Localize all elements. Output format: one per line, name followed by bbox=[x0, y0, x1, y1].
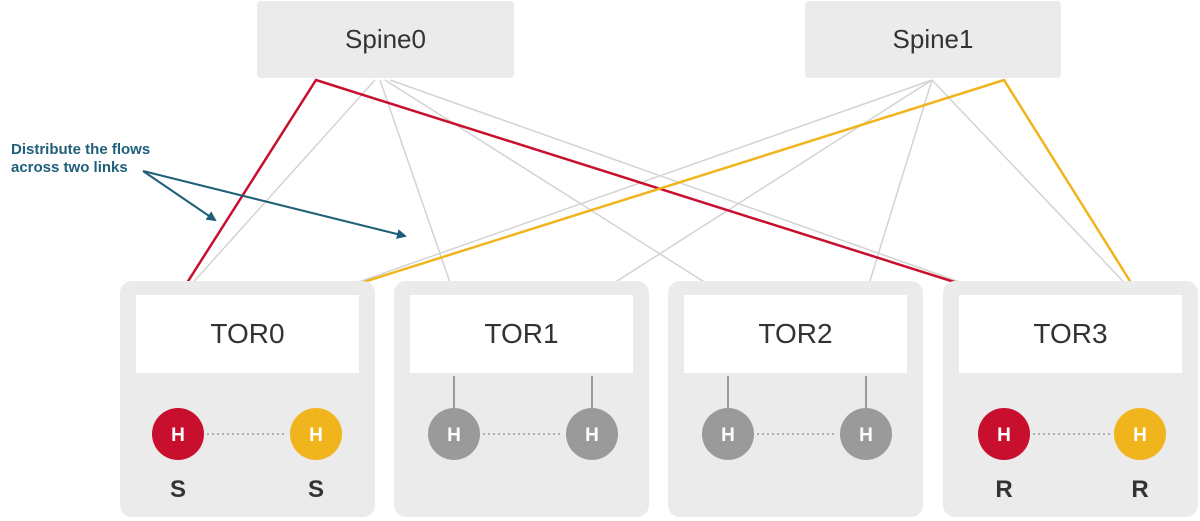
tor2-host1: H bbox=[840, 408, 892, 460]
tor2-host1-circle bbox=[840, 408, 892, 460]
tor1-label: TOR1 bbox=[410, 295, 633, 373]
tor1-group: TOR1 bbox=[394, 281, 649, 517]
tor0-host0: H bbox=[152, 408, 204, 460]
link-spine1-tor2 bbox=[864, 79, 933, 298]
tor0-host0-letter: H bbox=[171, 425, 185, 446]
tor2-host1-letter: H bbox=[859, 425, 873, 446]
tor0-host0-role: S bbox=[169, 476, 186, 503]
annotation-arrow-2 bbox=[142, 170, 407, 239]
tor1-host0: H bbox=[428, 408, 480, 460]
tor1-host1: H bbox=[566, 408, 618, 460]
spine0-label: Spine0 bbox=[345, 24, 426, 54]
tor0-group: TOR0 bbox=[120, 281, 375, 517]
tor0-host1: H bbox=[290, 408, 342, 460]
tor3-host0: H bbox=[978, 408, 1030, 460]
link-spine0-tor1 bbox=[379, 79, 456, 298]
link-spine1-tor1 bbox=[591, 79, 933, 298]
tor3-host1-role: R bbox=[1131, 476, 1149, 503]
tor1-host1-letter: H bbox=[585, 425, 599, 446]
tor3-host0-role: R bbox=[995, 476, 1013, 503]
tor2-label: TOR2 bbox=[684, 295, 907, 373]
tor3-host1-letter: H bbox=[1133, 425, 1147, 446]
tor1-host0-circle bbox=[428, 408, 480, 460]
link-spine0-tor3 bbox=[389, 79, 1003, 298]
annotation-text: Distribute the flows across two links bbox=[11, 141, 151, 176]
link-spine1-tor0 bbox=[315, 79, 933, 298]
tor0-host1-role: S bbox=[307, 476, 324, 503]
spine0-node: Spine0 bbox=[257, 1, 514, 78]
tor3-host1-circle bbox=[1114, 408, 1166, 460]
tor2-group: TOR2 bbox=[668, 281, 923, 517]
link-spine0-tor2 bbox=[384, 79, 729, 298]
tor2-host0: H bbox=[702, 408, 754, 460]
tor2-host0-letter: H bbox=[721, 425, 735, 446]
tor0-host1-letter: H bbox=[309, 425, 323, 446]
tor1-host1-circle bbox=[566, 408, 618, 460]
annotation-arrow-1 bbox=[142, 170, 217, 222]
gray-links bbox=[179, 79, 1139, 298]
tor1-host0-letter: H bbox=[447, 425, 461, 446]
tor0-host0-circle bbox=[152, 408, 204, 460]
spine1-node: Spine1 bbox=[805, 1, 1061, 78]
tor3-group: TOR3 bbox=[943, 281, 1198, 517]
link-spine1-tor3 bbox=[931, 79, 1139, 298]
tor0-host1-circle bbox=[290, 408, 342, 460]
tor3-host0-circle bbox=[978, 408, 1030, 460]
tor3-host0-letter: H bbox=[997, 425, 1011, 446]
tor0-label: TOR0 bbox=[136, 295, 359, 373]
tor2-host0-circle bbox=[702, 408, 754, 460]
link-spine0-tor0 bbox=[179, 79, 376, 298]
tor3-label: TOR3 bbox=[959, 295, 1182, 373]
tor3-host1: H bbox=[1114, 408, 1166, 460]
spine1-label: Spine1 bbox=[892, 24, 974, 54]
